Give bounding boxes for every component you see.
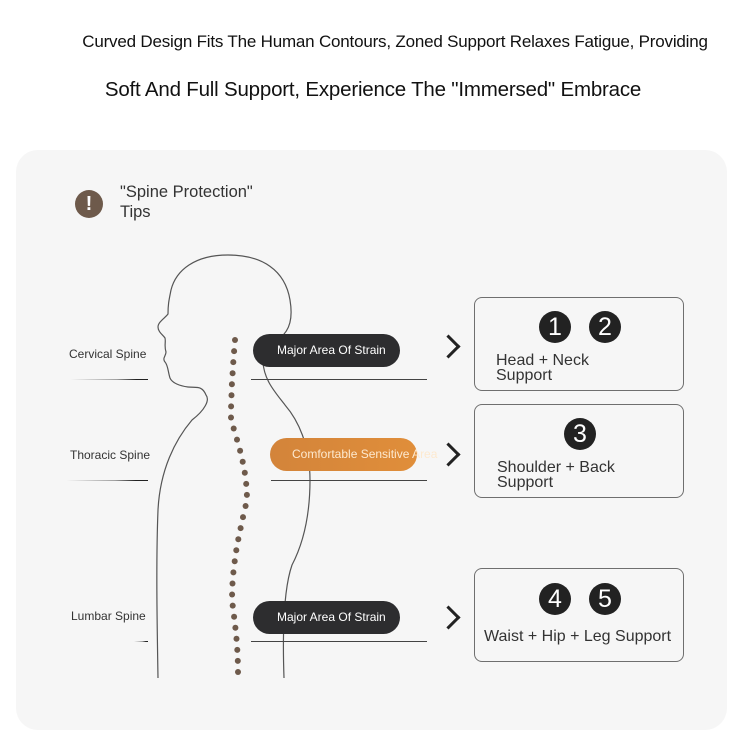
spine-dot — [231, 558, 238, 565]
lumbar-label-line — [134, 641, 148, 642]
support-text-line-1: Shoulder + Back — [497, 459, 615, 476]
support-text: Waist + Hip + Leg Support — [484, 628, 672, 645]
zone-pill-lumbar: Major Area Of Strain — [253, 601, 400, 634]
support-box-shoulder-back: 3 Shoulder + Back Support — [474, 404, 684, 498]
spine-dot — [229, 602, 236, 609]
thoracic-label-line — [66, 480, 148, 481]
zone-pill-label: Comfortable Sensitive Area — [292, 447, 438, 461]
headline-line-2: Soft And Full Support, Experience The "I… — [104, 78, 642, 101]
human-body-outline — [156, 254, 311, 679]
spine-dot — [229, 580, 236, 587]
label-cervical-spine: Cervical Spine — [69, 347, 147, 361]
spine-dot — [230, 359, 237, 366]
cervical-label-line — [70, 379, 148, 380]
headline-line-1: Curved Design Fits The Human Contours, Z… — [82, 32, 708, 51]
spine-dot — [242, 503, 249, 509]
spine-dot — [228, 381, 235, 388]
spine-dot — [233, 547, 240, 554]
spine-dot — [235, 669, 241, 675]
spine-dot — [243, 480, 250, 487]
number-badge: 1 — [539, 311, 571, 343]
body-outline-path — [156, 254, 311, 679]
support-text-line-1: Waist + Hip + Leg Support — [484, 628, 672, 645]
support-text: Shoulder + Back Support — [497, 459, 615, 491]
zone-pill-label: Major Area Of Strain — [277, 343, 386, 357]
support-text: Head + Neck Support — [496, 352, 589, 384]
label-thoracic-spine: Thoracic Spine — [70, 448, 151, 462]
zone-pill-cervical: Major Area Of Strain — [253, 334, 400, 367]
spine-dot — [240, 514, 246, 521]
tips-title: "Spine Protection" Tips — [120, 182, 253, 222]
spine-dot — [237, 525, 244, 532]
spine-dot — [241, 469, 248, 476]
spine-dot — [234, 646, 241, 653]
spine-dot — [229, 591, 236, 598]
zone-line-thoracic — [271, 480, 427, 481]
number-badge: 3 — [564, 418, 596, 450]
tips-title-line-1: "Spine Protection" — [120, 183, 253, 201]
support-text-line-2: Support — [497, 474, 554, 491]
spine-dot — [235, 536, 242, 543]
spine-dot — [228, 403, 235, 410]
spine-dots — [228, 337, 250, 675]
spine-dot — [234, 436, 240, 443]
support-text-line-1: Head + Neck — [496, 352, 589, 369]
label-lumbar-spine: Lumbar Spine — [71, 609, 146, 623]
spine-dot — [228, 414, 234, 421]
zone-line-cervical — [251, 379, 427, 380]
number-badge: 5 — [589, 583, 621, 615]
spine-dot — [239, 458, 246, 465]
spine-dot — [234, 657, 241, 664]
spine-dot — [233, 635, 240, 642]
zone-line-lumbar — [251, 641, 427, 642]
spine-dot — [232, 624, 239, 631]
zone-pill-label: Major Area Of Strain — [277, 610, 386, 624]
spine-dot — [230, 569, 237, 576]
spine-dot — [237, 447, 244, 454]
support-box-head-neck: 1 2 Head + Neck Support — [474, 297, 684, 391]
support-text-line-2: Support — [496, 367, 553, 384]
spine-dot — [231, 348, 238, 355]
spine-dot — [231, 613, 238, 620]
number-badge: 4 — [539, 583, 571, 615]
support-box-waist-hip-leg: 4 5 Waist + Hip + Leg Support — [474, 568, 684, 662]
zone-pill-thoracic: Comfortable Sensitive Area — [270, 438, 437, 471]
spine-dot — [243, 491, 250, 498]
number-badge: 2 — [589, 311, 621, 343]
spine-dot — [228, 392, 235, 399]
spine-dot — [232, 337, 238, 343]
spine-dot — [230, 425, 237, 432]
spine-dot — [229, 370, 236, 377]
tips-title-line-2: Tips — [120, 203, 151, 221]
exclamation-icon: ! — [75, 190, 103, 218]
